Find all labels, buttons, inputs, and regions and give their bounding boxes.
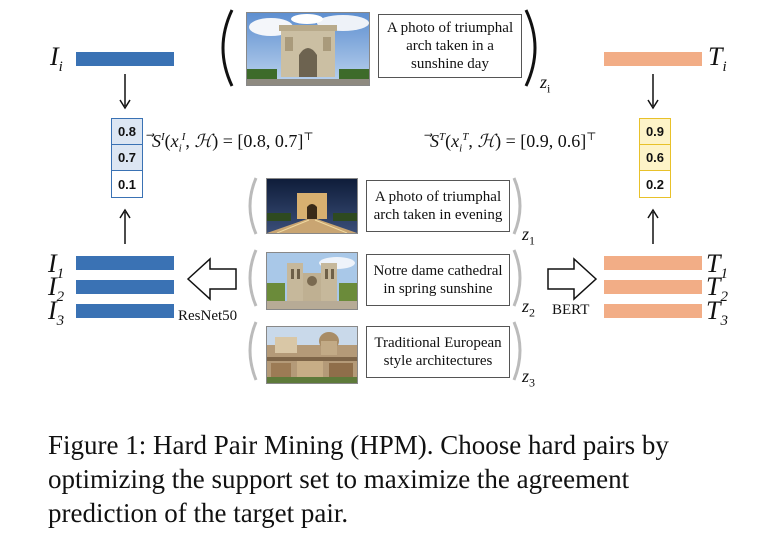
european-architecture-image xyxy=(267,327,357,383)
target-image-feature-bar xyxy=(76,52,174,66)
image-agreement-vector: 0.8 0.7 0.1 xyxy=(111,118,143,198)
text-agreement-vector: 0.9 0.6 0.2 xyxy=(639,118,671,198)
bert-encoder-label: BERT xyxy=(552,302,590,318)
resnet-hollow-arrow xyxy=(186,257,237,301)
text-agreement-formula: ⃗ST(xiT, ℋ) = [0.9, 0.6]⊤ xyxy=(430,131,597,155)
text-feature-bar-3 xyxy=(604,304,702,318)
target-photo-triumphal-arch xyxy=(246,12,370,86)
figure-caption: Figure 1: Hard Pair Mining (HPM). Choose… xyxy=(48,430,669,528)
arch-day-image xyxy=(247,13,369,85)
image-feature-label-2: I2 xyxy=(48,272,65,306)
image-feature-label-1: I1 xyxy=(48,249,65,283)
support-brackets-left xyxy=(248,177,258,381)
target-bracket-left xyxy=(221,9,234,87)
support-photo-arch-evening xyxy=(266,178,358,234)
support-brackets-right xyxy=(512,177,522,381)
support-photo-notre-dame xyxy=(266,252,358,310)
text-down-arrow xyxy=(647,74,659,110)
text-feature-label-1: T1 xyxy=(706,249,728,283)
image-feature-label-3: I3 xyxy=(48,296,65,330)
notre-dame-image xyxy=(267,253,357,309)
target-text-feature-bar xyxy=(604,52,702,66)
support-caption-1: A photo of triumphal arch taken in eveni… xyxy=(366,180,510,232)
image-vector-cell: 0.1 xyxy=(112,171,142,197)
support-z-label-3: z3 xyxy=(522,366,536,390)
image-formula-value: = [0.8, 0.7] xyxy=(222,131,304,151)
text-feature-bar-2 xyxy=(604,280,702,294)
support-caption-2: Notre dame cathedral in spring sunshine xyxy=(366,254,510,306)
image-vector-cell: 0.8 xyxy=(112,119,142,145)
image-down-arrow xyxy=(119,74,131,110)
text-formula-value: = [0.9, 0.6] xyxy=(505,131,587,151)
text-up-arrow xyxy=(647,208,659,244)
target-z-sub: i xyxy=(547,81,551,96)
target-z-label: zi xyxy=(540,72,550,97)
text-vector-cell: 0.2 xyxy=(640,171,670,197)
image-agreement-formula: ⃗SI(xiI, ℋ) = [0.8, 0.7]⊤ xyxy=(152,131,314,155)
target-text-letter: T xyxy=(708,42,723,71)
support-caption-3: Traditional European style architectures xyxy=(366,326,510,378)
text-feature-bar-1 xyxy=(604,256,702,270)
target-image-sub: i xyxy=(58,59,63,75)
image-feature-bar-2 xyxy=(76,280,174,294)
arch-evening-image xyxy=(267,179,357,233)
resnet-encoder-label: ResNet50 xyxy=(178,308,238,324)
target-z-letter: z xyxy=(540,72,548,92)
text-vector-cell: 0.9 xyxy=(640,119,670,145)
target-image-label: Ii xyxy=(50,44,63,80)
text-feature-label-3: T3 xyxy=(706,296,728,330)
target-text-label: Ti xyxy=(708,44,727,80)
target-caption-box: A photo of triumphal arch taken in a sun… xyxy=(378,14,522,78)
support-photo-european-architecture xyxy=(266,326,358,384)
image-feature-bar-3 xyxy=(76,304,174,318)
text-vector-cell: 0.6 xyxy=(640,145,670,171)
image-vector-cell: 0.7 xyxy=(112,145,142,171)
target-image-letter: I xyxy=(50,42,59,71)
bert-hollow-arrow xyxy=(547,257,598,301)
image-up-arrow xyxy=(119,208,131,244)
target-bracket-right xyxy=(524,9,537,87)
support-z-label-1: z1 xyxy=(522,224,536,248)
image-feature-bar-1 xyxy=(76,256,174,270)
support-z-label-2: z2 xyxy=(522,296,536,320)
target-text-sub: i xyxy=(722,59,727,75)
text-feature-label-2: T2 xyxy=(706,272,728,306)
